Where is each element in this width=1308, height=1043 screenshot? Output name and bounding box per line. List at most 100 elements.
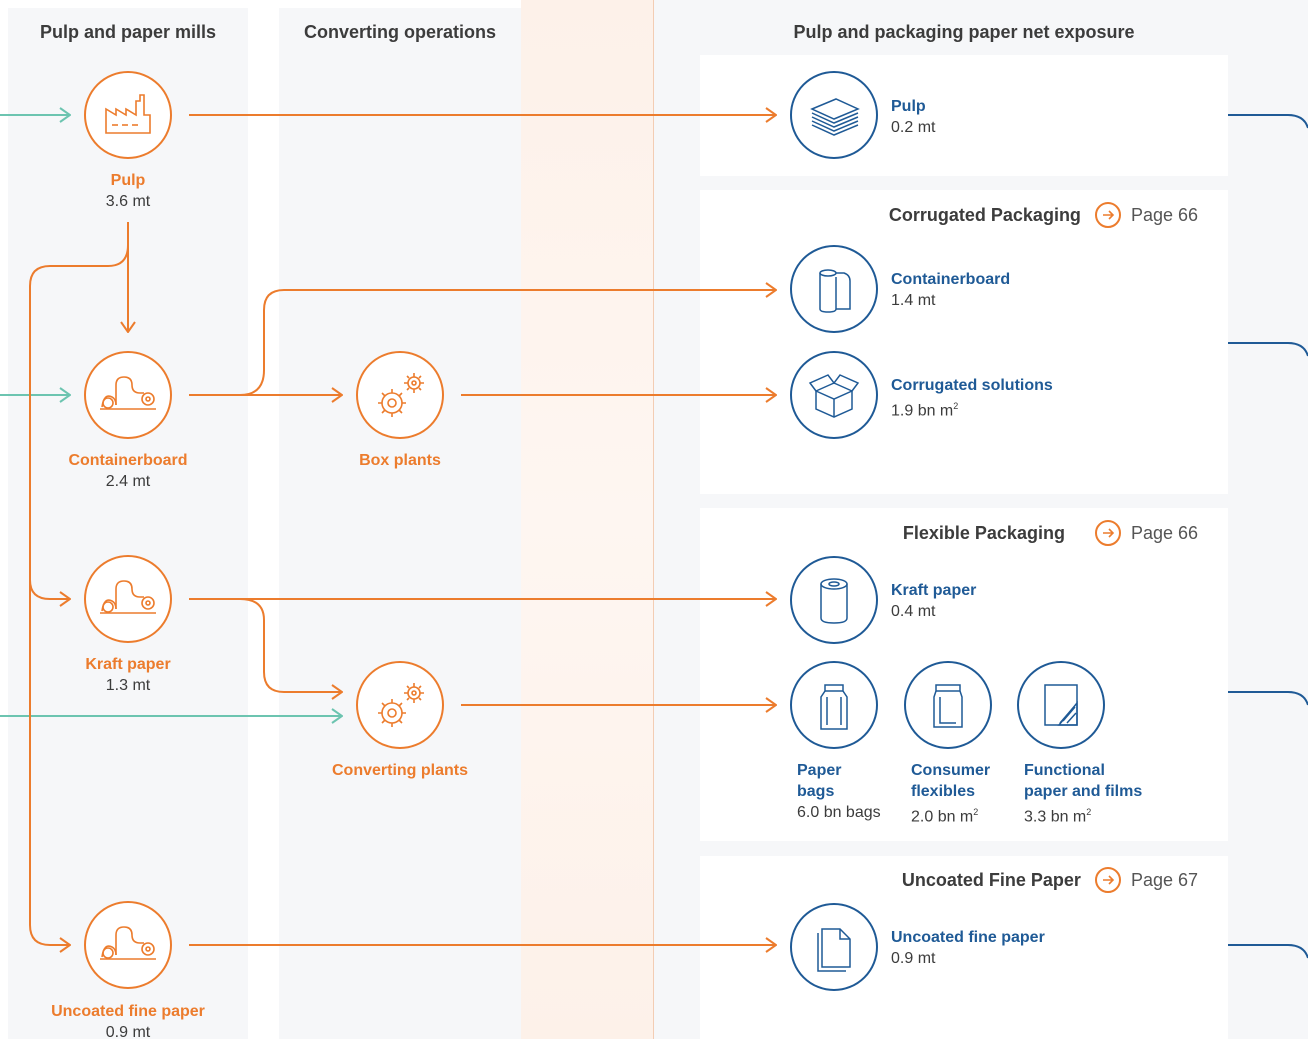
mill-containerboard-node <box>84 351 172 439</box>
flexible-segment-title: Flexible Packaging <box>902 522 1065 543</box>
factory-icon <box>105 94 151 134</box>
exposure-corrugated-name: Corrugated solutions <box>891 377 1053 394</box>
exposure-ufp-value: 0.9 mt <box>891 950 936 967</box>
converting-plants-node <box>356 661 444 749</box>
exposure-corrugated-label: Corrugated solutions 1.9 bn m2 <box>891 375 1053 421</box>
kraft-roll-icon <box>820 578 848 624</box>
pulp-segment-panel <box>700 55 1228 176</box>
flexible-page-link[interactable]: Page 66 <box>1130 522 1198 543</box>
exposure-kraft-value: 0.4 mt <box>891 603 936 620</box>
unit-superscript: 2 <box>953 401 959 411</box>
arrow-right-icon[interactable] <box>1094 867 1121 893</box>
exposure-kraft-name: Kraft paper <box>891 582 977 599</box>
exposure-containerboard-label: Containerboard 1.4 mt <box>891 269 1010 311</box>
mill-containerboard-name: Containerboard <box>68 452 188 469</box>
column-divider <box>653 0 654 1039</box>
exposure-bags-name-line2: bags <box>797 783 835 800</box>
mill-ufp-name: Uncoated fine paper <box>51 1003 205 1020</box>
arrow-right-icon[interactable] <box>1094 202 1121 228</box>
paper-roll-icon <box>100 580 156 614</box>
ufp-segment-title: Uncoated Fine Paper <box>901 869 1081 890</box>
exposure-consumer-node <box>904 661 992 749</box>
exposure-consumer-name-line1: Consumer <box>911 762 991 779</box>
mill-pulp-node <box>84 71 172 159</box>
mill-kraft-label: Kraft paper 1.3 mt <box>18 654 238 696</box>
containerboard-roll-icon <box>819 269 851 313</box>
exposure-functional-name-line2: paper and films <box>1024 783 1143 800</box>
exposure-consumer-value-line: 2.0 bn m2 <box>911 802 990 827</box>
mill-pulp-label: Pulp 3.6 mt <box>18 170 238 212</box>
exposure-bags-name-line1: Paper <box>797 762 842 779</box>
gears-icon <box>378 683 424 727</box>
paper-roll-icon <box>100 376 156 410</box>
mill-containerboard-value: 2.4 mt <box>105 473 151 490</box>
exposure-consumer-name-line2: flexibles <box>911 783 976 800</box>
box-plants-label: Box plants <box>290 450 510 471</box>
exposure-column-header: Pulp and packaging paper net exposure <box>793 22 1135 42</box>
exposure-functional-node <box>1017 661 1105 749</box>
exposure-functional-value-line: 3.3 bn m2 <box>1024 802 1142 827</box>
mill-pulp-name: Pulp <box>110 172 146 189</box>
exposure-pulp-name: Pulp <box>891 98 926 115</box>
box-plants-node <box>356 351 444 439</box>
unit-superscript: 2 <box>973 807 979 817</box>
exposure-bags-node <box>790 661 878 749</box>
exposure-containerboard-name: Containerboard <box>891 271 1011 288</box>
exposure-consumer-value: 2.0 bn m <box>911 808 974 826</box>
corrugated-segment-title: Corrugated Packaging <box>888 204 1081 225</box>
document-icon <box>817 928 851 972</box>
exposure-kraft-label: Kraft paper 0.4 mt <box>891 580 976 622</box>
converting-column-header: Converting operations <box>303 22 496 42</box>
background-band <box>521 0 654 1039</box>
exposure-ufp-node <box>790 903 878 991</box>
mill-kraft-value: 1.3 mt <box>105 677 151 694</box>
converting-column-panel <box>279 8 521 1039</box>
exposure-bags-value: 6.0 bn bags <box>797 804 881 821</box>
converting-plants-name: Converting plants <box>331 762 468 779</box>
corrugated-segment-header: Corrugated Packaging Page 66 <box>700 200 1198 230</box>
mill-kraft-name: Kraft paper <box>85 656 171 673</box>
ufp-page-link[interactable]: Page 67 <box>1130 869 1198 890</box>
mill-ufp-node <box>84 901 172 989</box>
gears-icon <box>378 373 424 417</box>
mill-pulp-value: 3.6 mt <box>105 193 151 210</box>
mill-kraft-node <box>84 555 172 643</box>
ufp-segment-header: Uncoated Fine Paper Page 67 <box>700 865 1198 895</box>
exposure-functional-label: Functional paper and films 3.3 bn m2 <box>1024 760 1142 827</box>
ufp-segment-panel <box>700 856 1228 1039</box>
box-plants-name: Box plants <box>359 452 441 469</box>
corrugated-segment-panel <box>700 190 1228 494</box>
blue-exit-lines <box>1228 114 1308 959</box>
exposure-containerboard-node <box>790 245 878 333</box>
exposure-consumer-label: Consumer flexibles 2.0 bn m2 <box>911 760 990 827</box>
unit-superscript: 2 <box>1086 807 1092 817</box>
exposure-pulp-label: Pulp 0.2 mt <box>891 96 935 138</box>
pulp-sheets-icon <box>810 98 860 136</box>
converting-plants-label: Converting plants <box>290 760 510 781</box>
arrow-right-icon[interactable] <box>1094 520 1121 546</box>
film-icon <box>1044 684 1078 726</box>
exposure-ufp-name: Uncoated fine paper <box>891 929 1045 946</box>
mill-ufp-value: 0.9 mt <box>105 1024 151 1041</box>
teal-input-lines <box>0 115 342 716</box>
exposure-kraft-node <box>790 556 878 644</box>
orange-flow-lines <box>29 115 776 945</box>
exposure-corrugated-value: 1.9 bn m <box>891 402 954 420</box>
exposure-containerboard-value: 1.4 mt <box>891 292 936 309</box>
exposure-ufp-label: Uncoated fine paper 0.9 mt <box>891 927 1045 969</box>
exposure-pulp-value: 0.2 mt <box>891 119 936 136</box>
exposure-functional-name-line1: Functional <box>1024 762 1105 779</box>
flexible-segment-header: Flexible Packaging Page 66 <box>700 518 1198 548</box>
exposure-functional-value: 3.3 bn m <box>1024 808 1087 826</box>
paper-bag-icon <box>820 684 848 730</box>
mills-column-panel <box>8 8 248 1039</box>
mill-containerboard-label: Containerboard 2.4 mt <box>18 450 238 492</box>
paper-roll-icon <box>100 926 156 960</box>
exposure-corrugated-value-line: 1.9 bn m2 <box>891 396 1053 421</box>
corrugated-page-link[interactable]: Page 66 <box>1130 204 1198 225</box>
box-icon <box>808 374 860 418</box>
exposure-corrugated-node <box>790 351 878 439</box>
exposure-bags-label: Paper bags 6.0 bn bags <box>797 760 881 823</box>
mill-ufp-label: Uncoated fine paper 0.9 mt <box>18 1001 238 1043</box>
